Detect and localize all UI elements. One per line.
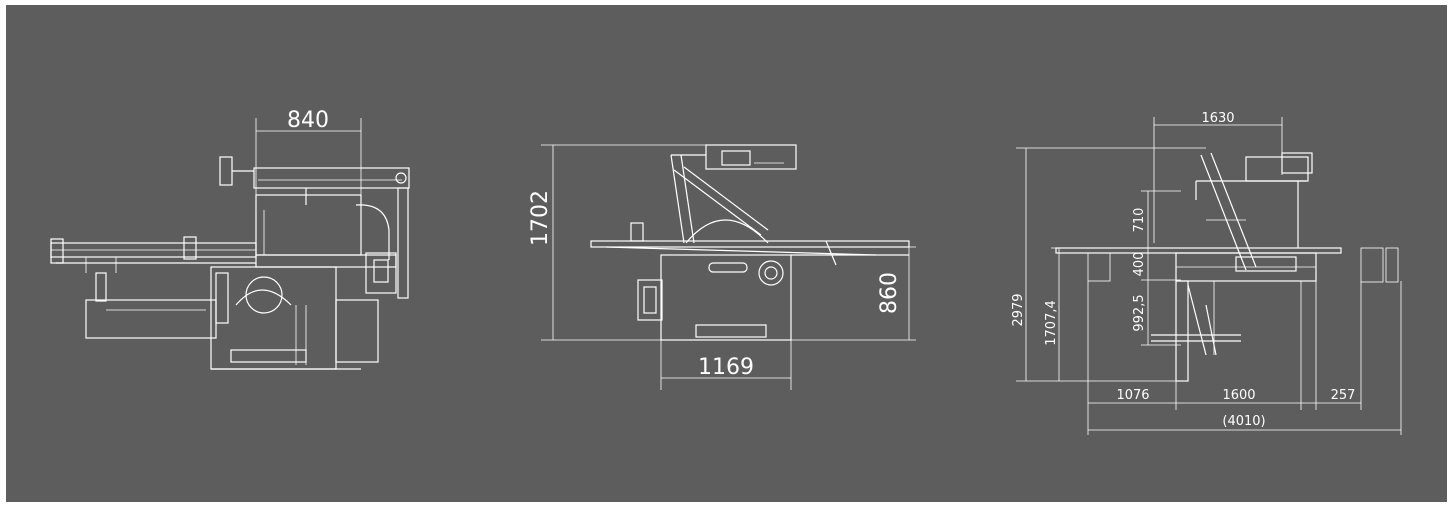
dim-label-1707-4: 1707,4 xyxy=(1044,300,1059,346)
control-panel xyxy=(705,144,797,170)
dim-label-1600: 1600 xyxy=(1222,388,1255,403)
dim-1630: 1630 xyxy=(1153,111,1283,243)
drawing-sheet: 840 xyxy=(6,5,1447,502)
dim-label-1169: 1169 xyxy=(698,355,754,380)
front-view: 1702 860 xyxy=(528,144,916,390)
dim-1707-4: 1707,4 xyxy=(1044,247,1171,381)
dim-label-4010: (4010) xyxy=(1222,414,1265,429)
dim-label-710: 710 xyxy=(1132,208,1147,233)
side-view: 840 xyxy=(50,108,410,370)
dim-label-1076: 1076 xyxy=(1116,388,1149,403)
dim-label-400: 400 xyxy=(1132,252,1147,277)
handwheel xyxy=(219,156,233,186)
technical-drawing: 840 xyxy=(50,108,1402,435)
dim-segments: 710 400 992,5 xyxy=(1132,190,1181,346)
top-view: 1630 2979 1707,4 710 400 992,5 xyxy=(1011,111,1402,435)
dim-1702: 1702 xyxy=(528,144,706,341)
dim-bottom: 1076 1600 257 (4010) xyxy=(1087,281,1402,435)
dim-label-257: 257 xyxy=(1331,388,1356,403)
dim-1169: 1169 xyxy=(660,340,792,390)
dim-label-1702: 1702 xyxy=(528,190,553,246)
dim-860: 860 xyxy=(791,246,916,341)
dim-label-860: 860 xyxy=(877,272,902,314)
dim-2979: 2979 xyxy=(1011,147,1206,382)
dim-label-992-5: 992,5 xyxy=(1132,294,1147,331)
dim-840: 840 xyxy=(255,108,362,215)
dim-label-2979: 2979 xyxy=(1011,293,1026,326)
dim-label-840: 840 xyxy=(287,108,329,133)
control-display xyxy=(721,150,751,166)
dim-label-1630: 1630 xyxy=(1201,111,1234,126)
